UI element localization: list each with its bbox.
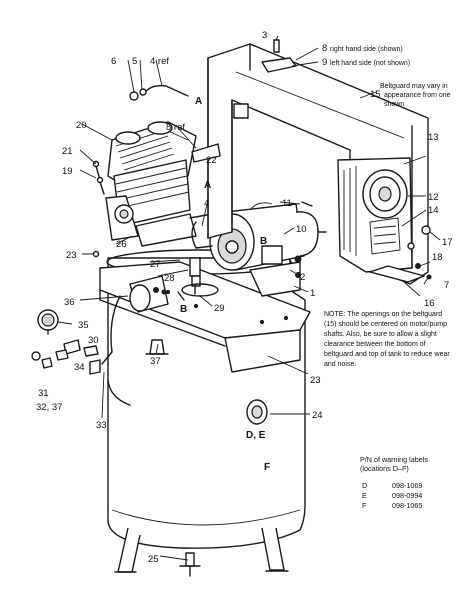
labels-table-title-1: P/N of warning labels [360, 455, 428, 464]
labels-row-f-pn: 098-1065 [392, 501, 422, 510]
beltguard-note: NOTE: The openings on the beltguard (15)… [324, 311, 450, 368]
marker-b-motor: B [260, 236, 267, 247]
callout-29: 29 [214, 303, 225, 314]
note-line-2: (15) should be centered on motor/pump [324, 321, 447, 328]
labels-row-d-loc: D [362, 481, 367, 490]
callout-10: 10 [296, 224, 307, 235]
callout-21: 21 [62, 146, 73, 157]
labels-row-e-loc: E [362, 491, 367, 500]
beltguard-vary-line1: Beltguard may vary in [380, 83, 448, 90]
callout-26: 26 [116, 239, 127, 250]
callout-24: 24 [312, 410, 323, 421]
callout-37: 37 [150, 356, 161, 367]
callout-28: 28 [164, 273, 175, 284]
beltguard [207, 43, 432, 285]
callout-36: 36 [64, 297, 75, 308]
section-markers: A A B B D, E F [180, 96, 270, 473]
note-line-3: shafts. Also, be sure to allow a slight [324, 331, 437, 338]
callout-19: 19 [62, 166, 73, 177]
callout-27: 27 [150, 259, 161, 270]
note-line-5: beltguard and top of tank to reduce wear [324, 351, 450, 358]
labels-table-title-2: (locations D–F) [360, 464, 409, 473]
labels-row-e-pn: 098-0994 [392, 491, 422, 500]
callout-4: 4 [204, 198, 209, 209]
labels-row-f-loc: F [362, 501, 367, 510]
callout-6: 6 [111, 56, 116, 67]
callout-14: 14 [428, 205, 439, 216]
part-callouts: 6 5 4 ref 3 8 9 15 20 8 ref 13 21 22 19 … [36, 30, 453, 565]
callout-18: 18 [432, 252, 443, 263]
callout-35: 35 [78, 320, 89, 331]
callout-22: 22 [206, 155, 217, 166]
marker-a-mid: A [204, 180, 211, 191]
discharge-tube [191, 221, 213, 249]
callout-13: 13 [428, 132, 439, 143]
callout-7: 7 [444, 280, 449, 291]
callout-17: 17 [442, 237, 453, 248]
electric-motor [209, 202, 327, 297]
warning-label-de [246, 399, 268, 425]
pressure-gauge [37, 309, 59, 335]
marker-a-top: A [195, 96, 202, 107]
callout-3: 3 [262, 30, 267, 41]
callout-12: 12 [428, 192, 439, 203]
callout-2: 2 [300, 272, 305, 283]
labels-row-d-pn: 098-1069 [392, 481, 422, 490]
beltguard-right-side: right hand side (shown) [330, 46, 403, 53]
beltguard-side-text: right hand side (shown) left hand side (… [330, 46, 410, 67]
leader-lines [57, 35, 441, 561]
marker-b-tank: B [180, 304, 187, 315]
discharge-tube-top [143, 84, 189, 97]
callout-8ref: 8 ref [166, 122, 185, 133]
warning-labels-table: P/N of warning labels (locations D–F) D … [360, 455, 428, 510]
callout-32-37: 32, 37 [36, 402, 62, 413]
flywheel-pulley [362, 169, 408, 219]
pressure-switch-assembly [129, 275, 169, 313]
callout-34: 34 [74, 362, 85, 373]
callout-20: 20 [76, 120, 87, 131]
callout-11: 11 [282, 198, 292, 209]
note-line-1: NOTE: The openings on the beltguard [324, 311, 442, 318]
beltguard-left-side: left hand side (not shown) [330, 60, 410, 67]
callout-33: 33 [96, 420, 107, 431]
beltguard-vary-line2: appearance from one [384, 92, 451, 99]
callout-16: 16 [424, 298, 435, 309]
note-line-6: and noise. [324, 361, 356, 368]
callout-8: 8 [322, 43, 327, 54]
callout-30: 30 [88, 335, 99, 346]
callout-23a: 23 [66, 250, 77, 261]
marker-de: D, E [246, 430, 266, 441]
beltguard-clip [261, 39, 297, 73]
note-line-4: clearance between the bottom of [324, 341, 426, 348]
callout-23b: 23 [310, 375, 321, 386]
beltguard-vary-line3: shown [384, 101, 404, 108]
marker-f: F [264, 462, 270, 473]
callout-25: 25 [148, 554, 159, 565]
compressor-pump [105, 121, 213, 247]
callout-4ref: 4 ref [150, 56, 169, 67]
callout-31: 31 [38, 388, 49, 399]
callout-5: 5 [132, 56, 137, 67]
beltguard-vary-text: Beltguard may vary in appearance from on… [380, 83, 451, 108]
callout-1: 1 [310, 288, 315, 299]
callout-9: 9 [322, 57, 327, 68]
callout-15: 15 [370, 89, 381, 100]
